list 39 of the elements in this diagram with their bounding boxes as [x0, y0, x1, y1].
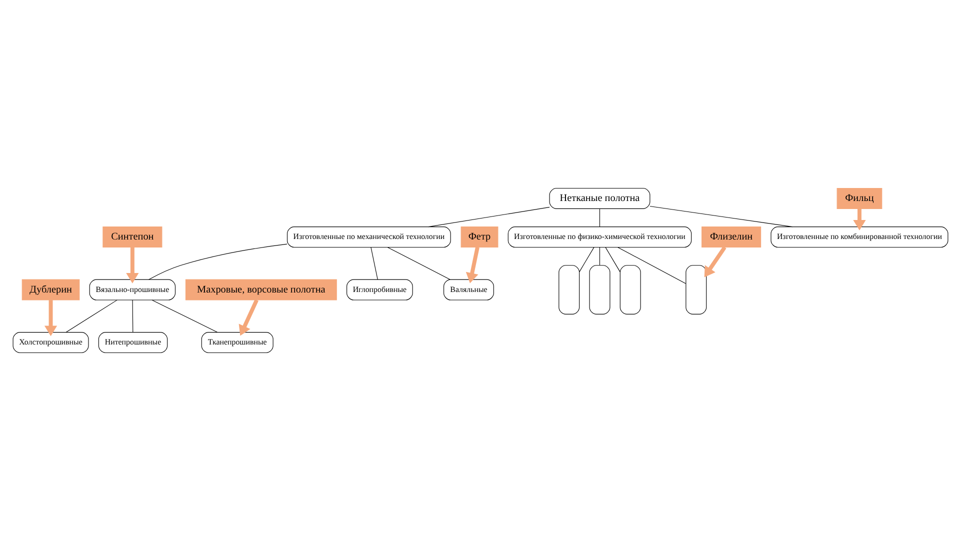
connector — [578, 246, 594, 272]
node-box: Валяльные — [443, 278, 494, 300]
node-box: Махровые, ворсовые полотна — [184, 278, 336, 300]
node-box: Фетр — [460, 226, 498, 248]
connector — [604, 246, 620, 272]
node-box: Иглопробивные — [346, 278, 412, 300]
arrow — [126, 246, 138, 283]
node-box: Холстопрошивные — [12, 332, 88, 353]
node-box: Изготовленные по физико-химической технологии — [507, 226, 692, 248]
node-box: Фильц — [836, 187, 882, 208]
arrow — [465, 246, 479, 283]
connector — [151, 299, 218, 332]
node-box — [619, 264, 640, 314]
arrow — [704, 246, 726, 277]
node-box: Вязально-прошивные — [88, 278, 176, 300]
arrow — [238, 298, 258, 336]
connector — [386, 246, 450, 280]
connector — [428, 206, 550, 227]
node-box: Нетканые полотна — [548, 187, 650, 208]
arrow — [44, 300, 57, 336]
connector — [148, 243, 287, 280]
connector — [370, 246, 378, 280]
node-box: Изготовленные по механической технологии — [286, 226, 450, 248]
connector — [65, 299, 117, 332]
node-box — [558, 264, 580, 314]
node-box: Нитепрошивные — [98, 332, 168, 353]
node-box: Дублерин — [21, 278, 80, 300]
connector — [132, 299, 133, 332]
connector — [649, 206, 792, 227]
node-box: Тканепрошивные — [200, 332, 273, 353]
arrow — [852, 208, 866, 230]
node-box: Флизелин — [701, 226, 761, 248]
node-box — [685, 264, 706, 314]
connector — [617, 246, 686, 284]
connector — [598, 246, 600, 265]
node-box: Синтепон — [102, 226, 162, 248]
node-box: Изготовленные по комбинированной технологии — [770, 226, 948, 248]
connector — [598, 208, 600, 226]
node-box — [588, 264, 610, 314]
